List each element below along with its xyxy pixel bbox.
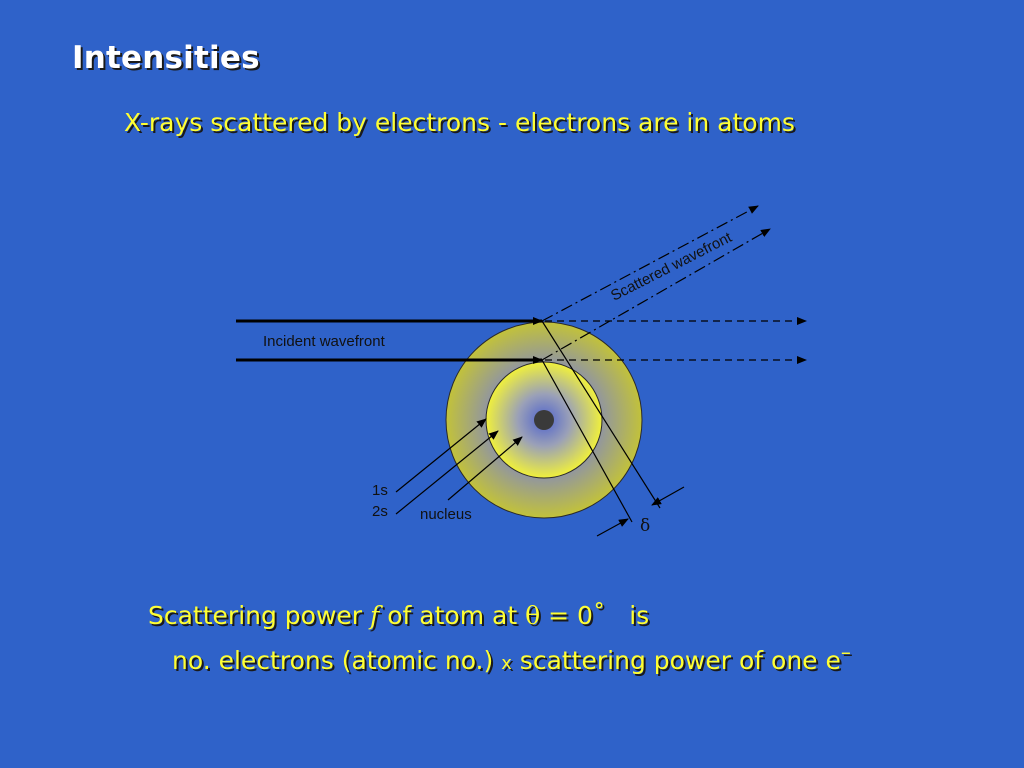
scattering-power-statement: Scattering power f of atom at θ = 0˚ is … (148, 598, 851, 682)
statement-line-2: no. electrons (atomic no.) x scattering … (148, 634, 851, 682)
statement-text-5: scattering power of one e (511, 646, 841, 675)
delta-label: δ (640, 516, 650, 536)
electron-charge-superscript: – (840, 640, 851, 664)
arrow-2s (395, 430, 499, 515)
symbol-theta: θ (525, 601, 541, 630)
arrow-1s (395, 418, 487, 493)
symbol-f: f (370, 601, 380, 630)
label-2s: 2s (372, 503, 388, 520)
slide-subtitle: X-rays scattered by electrons - electron… (124, 108, 795, 137)
statement-text-4: no. electrons (atomic no.) (172, 646, 502, 675)
incident-wavefront-label: Incident wavefront (263, 333, 386, 350)
statement-line-1: Scattering power f of atom at θ = 0˚ is (148, 598, 851, 634)
nucleus-label: nucleus (420, 506, 472, 523)
arrow-nucleus (447, 436, 523, 501)
scattered-ray-top (541, 205, 759, 322)
path-line-1 (541, 320, 661, 509)
path-line-2 (541, 359, 633, 523)
label-1s: 1s (372, 482, 388, 499)
scattered-ray-bottom (541, 228, 771, 361)
slide-title: Intensities (72, 40, 260, 76)
nucleus-dot (534, 410, 554, 430)
statement-text-2: of atom at (379, 601, 526, 630)
delta-arrow-left (596, 518, 629, 537)
statement-text-1: Scattering power (148, 601, 371, 630)
delta-arrow-right (651, 486, 685, 506)
times-symbol: x (501, 653, 512, 674)
statement-text-3: = 0˚ is (540, 601, 650, 630)
scattered-wavefront-label: Scattered wavefront (608, 228, 735, 304)
